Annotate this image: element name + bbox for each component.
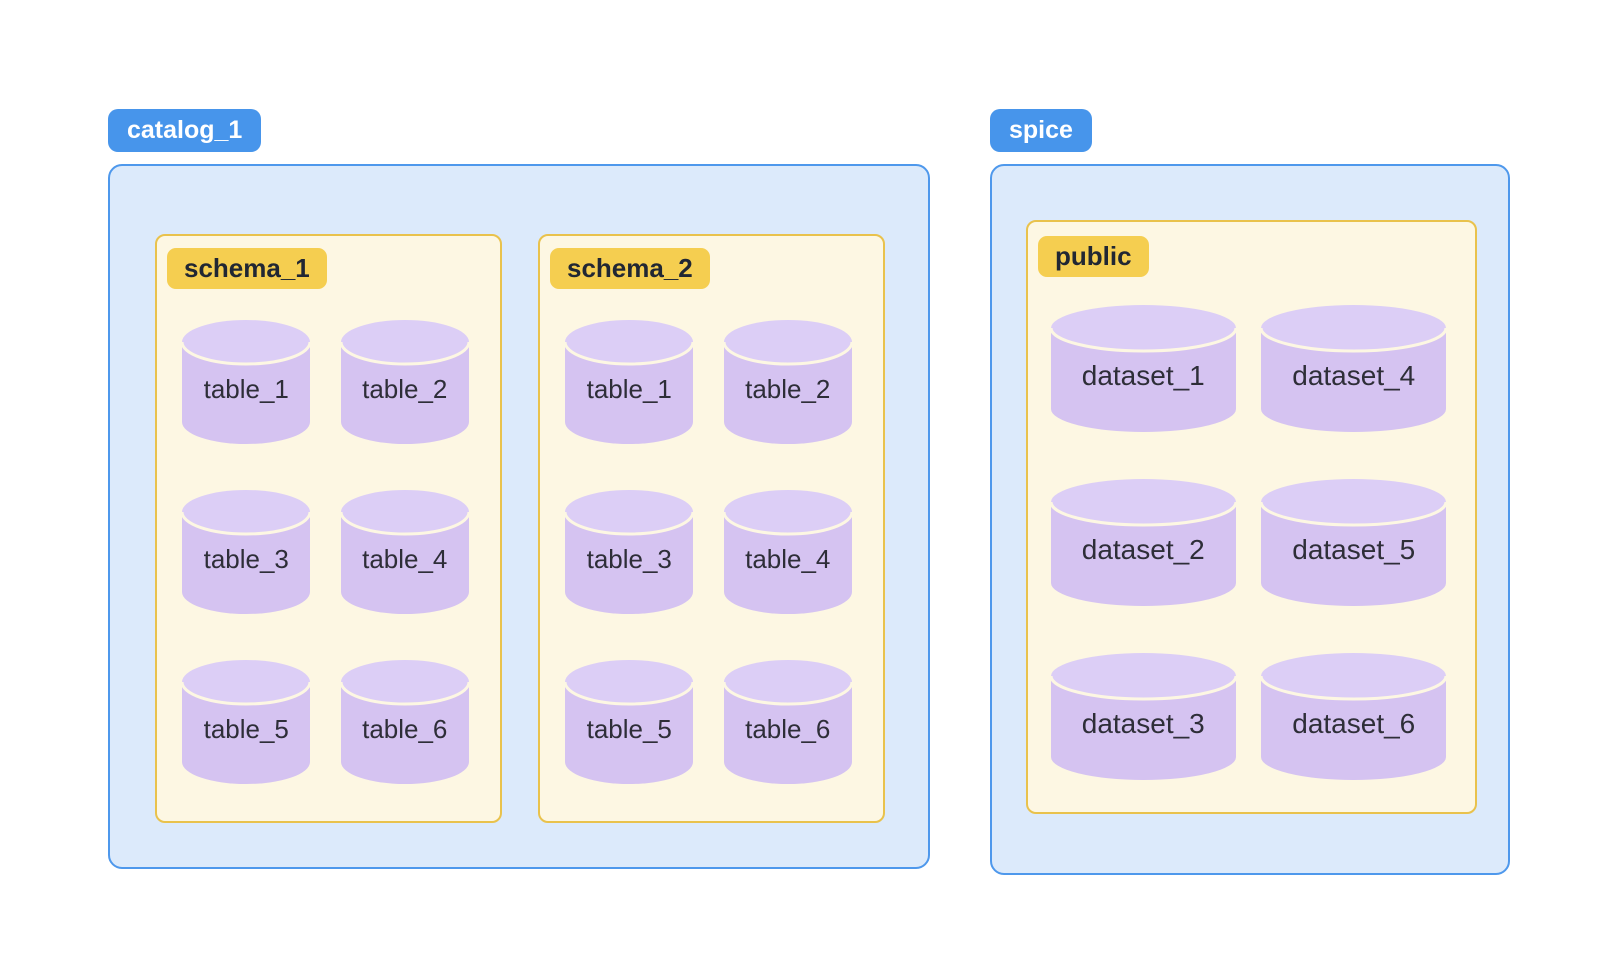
database-cylinder-icon: [723, 660, 852, 784]
database-cylinder-icon: [565, 320, 694, 444]
spice-container: public dataset_1: [990, 164, 1510, 875]
table-item: table_6: [723, 660, 852, 784]
database-cylinder-icon: [723, 490, 852, 614]
catalog-label: catalog_1: [108, 109, 262, 152]
database-cylinder-icon: [1050, 653, 1236, 780]
schema-box: schema_1 table_1: [155, 234, 502, 823]
table-name: table_3: [586, 543, 672, 574]
database-cylinder-icon: [182, 320, 311, 444]
database-cylinder-icon: [340, 490, 469, 614]
table-item: table_1: [182, 320, 311, 444]
table-item: table_4: [340, 490, 469, 614]
table-name: table_5: [203, 713, 289, 744]
table-item: table_4: [723, 490, 852, 614]
database-cylinder-icon: [1261, 305, 1447, 432]
schema-box: public dataset_1: [1026, 220, 1477, 814]
database-cylinder-icon: [182, 660, 311, 784]
table-name: table_4: [745, 543, 831, 574]
database-cylinder-icon: [340, 320, 469, 444]
table-grid: table_1 table_2: [167, 320, 484, 784]
dataset-item: dataset_6: [1261, 653, 1447, 780]
database-cylinder-icon: [565, 490, 694, 614]
schema-label: schema_2: [550, 248, 710, 289]
dataset-item: dataset_5: [1261, 479, 1447, 606]
table-name: table_6: [745, 713, 831, 744]
table-name: table_5: [586, 713, 672, 744]
table-name: table_2: [745, 373, 831, 404]
dataset-name: dataset_2: [1081, 533, 1205, 565]
table-name: table_4: [362, 543, 448, 574]
catalog-container: schema_1 table_1: [108, 164, 930, 869]
table-item: table_5: [565, 660, 694, 784]
table-grid: table_1 table_2: [550, 320, 867, 784]
catalog-group: catalog_1 schema_1 table_1: [108, 109, 930, 869]
table-name: table_1: [203, 373, 289, 404]
schema-label: public: [1038, 236, 1149, 277]
database-cylinder-icon: [340, 660, 469, 784]
database-cylinder-icon: [1261, 653, 1447, 780]
table-item: table_6: [340, 660, 469, 784]
dataset-name: dataset_5: [1292, 533, 1416, 565]
spice-group: spice public dataset_1: [990, 109, 1510, 875]
database-cylinder-icon: [182, 490, 311, 614]
dataset-item: dataset_2: [1050, 479, 1236, 606]
dataset-item: dataset_1: [1050, 305, 1236, 432]
table-name: table_1: [586, 373, 672, 404]
table-item: table_3: [565, 490, 694, 614]
database-cylinder-icon: [1050, 305, 1236, 432]
dataset-name: dataset_1: [1081, 359, 1205, 391]
database-cylinder-icon: [565, 660, 694, 784]
dataset-name: dataset_4: [1292, 359, 1416, 391]
table-item: table_1: [565, 320, 694, 444]
catalog-label: spice: [990, 109, 1092, 152]
dataset-item: dataset_3: [1050, 653, 1236, 780]
database-cylinder-icon: [1050, 479, 1236, 606]
dataset-grid: dataset_1 dataset_4: [1038, 305, 1459, 780]
dataset-name: dataset_6: [1292, 707, 1416, 739]
table-item: table_2: [723, 320, 852, 444]
table-name: table_3: [203, 543, 289, 574]
schema-label: schema_1: [167, 248, 327, 289]
table-item: table_5: [182, 660, 311, 784]
table-name: table_2: [362, 373, 448, 404]
table-item: table_2: [340, 320, 469, 444]
database-cylinder-icon: [723, 320, 852, 444]
table-name: table_6: [362, 713, 448, 744]
dataset-name: dataset_3: [1081, 707, 1205, 739]
dataset-item: dataset_4: [1261, 305, 1447, 432]
database-cylinder-icon: [1261, 479, 1447, 606]
schema-box: schema_2 table_1: [538, 234, 885, 823]
table-item: table_3: [182, 490, 311, 614]
